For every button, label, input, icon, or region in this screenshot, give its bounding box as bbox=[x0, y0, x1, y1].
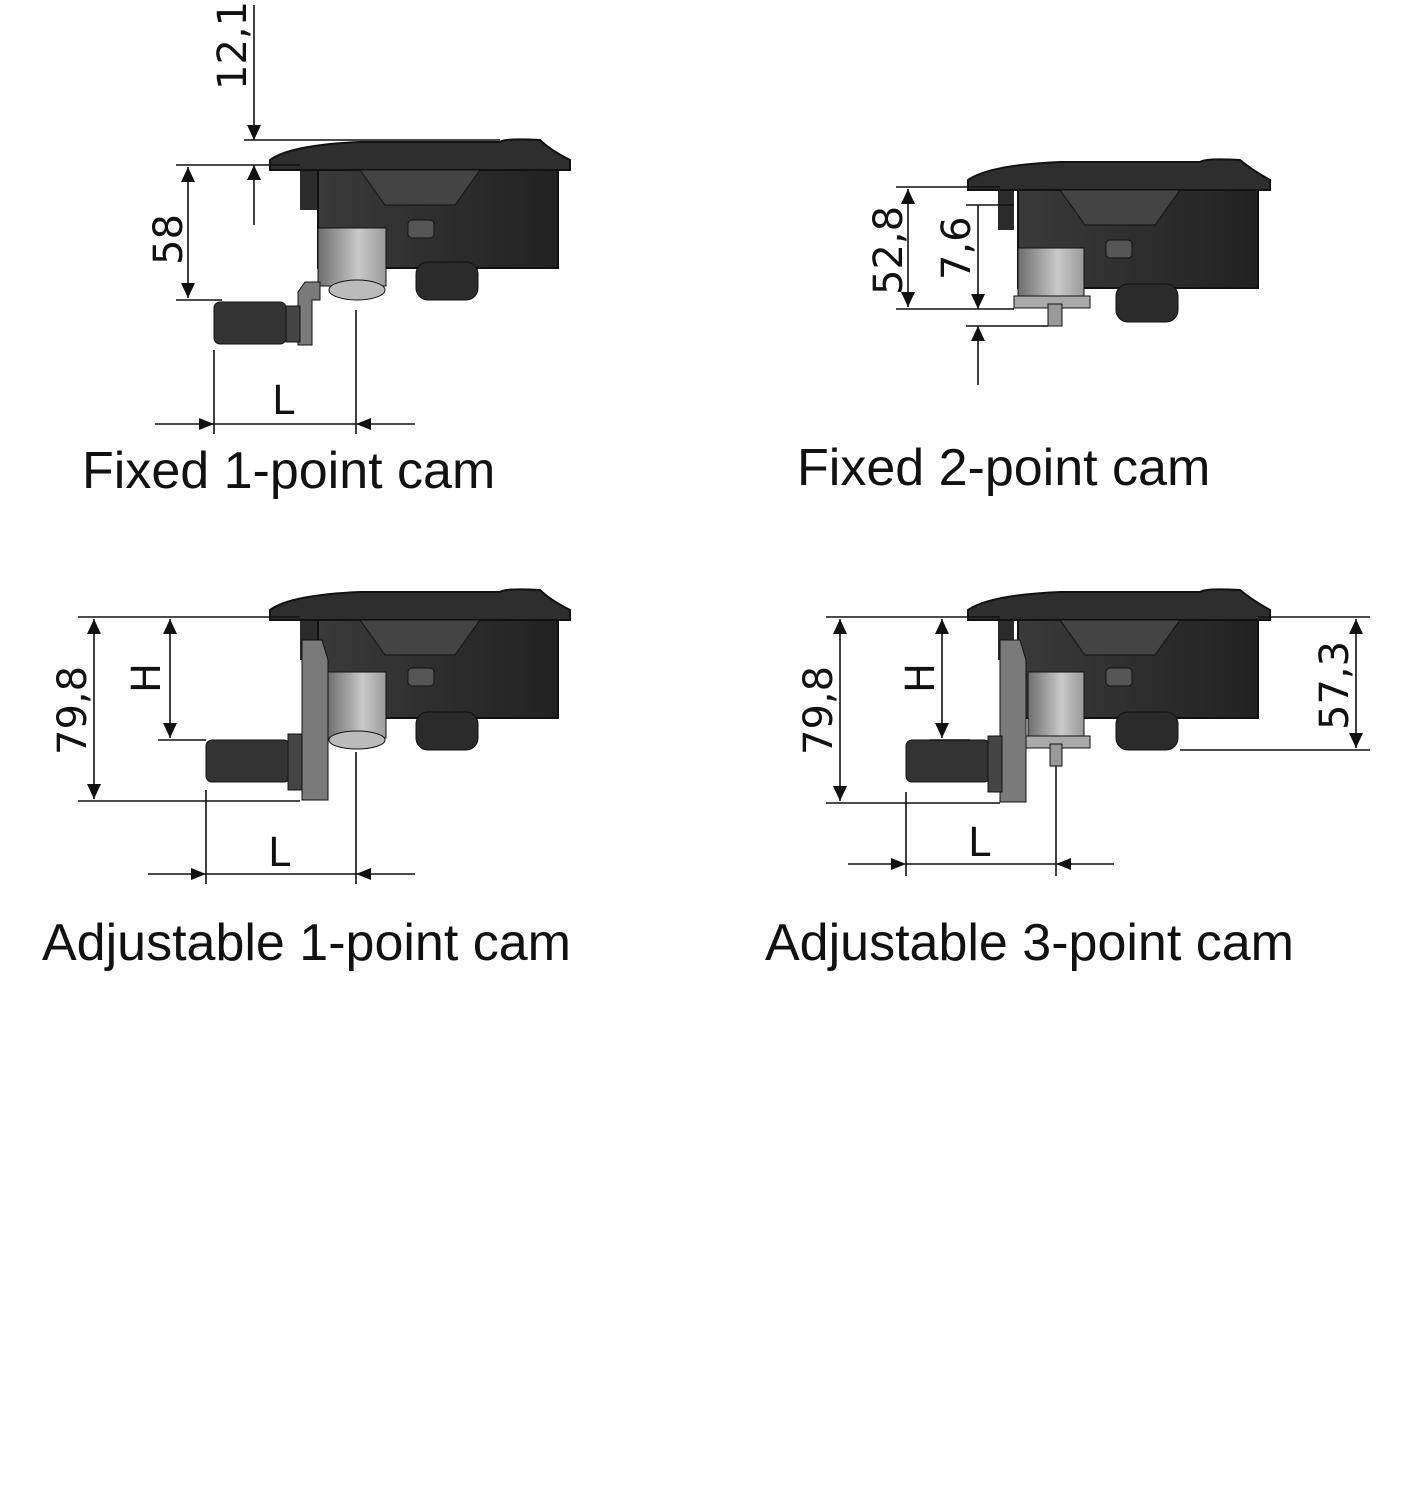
fixed-1pt-lock-illustration bbox=[213, 138, 571, 346]
fixed-1pt-dimensions: 12,1 58 L bbox=[146, 1, 500, 434]
fixed-2pt-height-dim: 52,8 bbox=[866, 206, 912, 295]
adj-1pt-length-dim: L bbox=[268, 830, 291, 876]
adj-3pt-right-dim: 57,3 bbox=[1312, 641, 1358, 730]
adj-1pt-h-dim: H bbox=[124, 663, 170, 693]
adj-1pt-lock-illustration bbox=[205, 588, 571, 801]
adj-3pt-dimensions: 79,8 H 57,3 L bbox=[796, 616, 1370, 876]
fixed-2pt-offset-dim: 7,6 bbox=[934, 216, 980, 280]
fixed-2pt-lock-illustration bbox=[967, 158, 1271, 327]
adj-3pt-length-dim: L bbox=[968, 820, 991, 866]
fixed-1pt-height-dim: 58 bbox=[146, 214, 192, 265]
adj-1pt-dimensions: 79,8 H L bbox=[50, 616, 415, 884]
adj-3pt-lock-illustration bbox=[905, 588, 1271, 803]
caption-adj-3pt: Adjustable 3-point cam bbox=[765, 914, 1294, 972]
adj-1pt-height-dim: 79,8 bbox=[50, 666, 96, 755]
caption-adj-1pt: Adjustable 1-point cam bbox=[42, 914, 571, 972]
fixed-1pt-top-dim: 12,1 bbox=[210, 1, 256, 90]
caption-fixed-2pt: Fixed 2-point cam bbox=[797, 439, 1210, 497]
fixed-1pt-length-dim: L bbox=[272, 378, 295, 424]
fixed-2pt-dimensions: 52,8 7,6 bbox=[866, 186, 1048, 385]
caption-fixed-1pt: Fixed 1-point cam bbox=[82, 442, 495, 500]
adj-3pt-h-dim: H bbox=[898, 663, 944, 693]
adj-3pt-height-dim: 79,8 bbox=[796, 666, 842, 755]
